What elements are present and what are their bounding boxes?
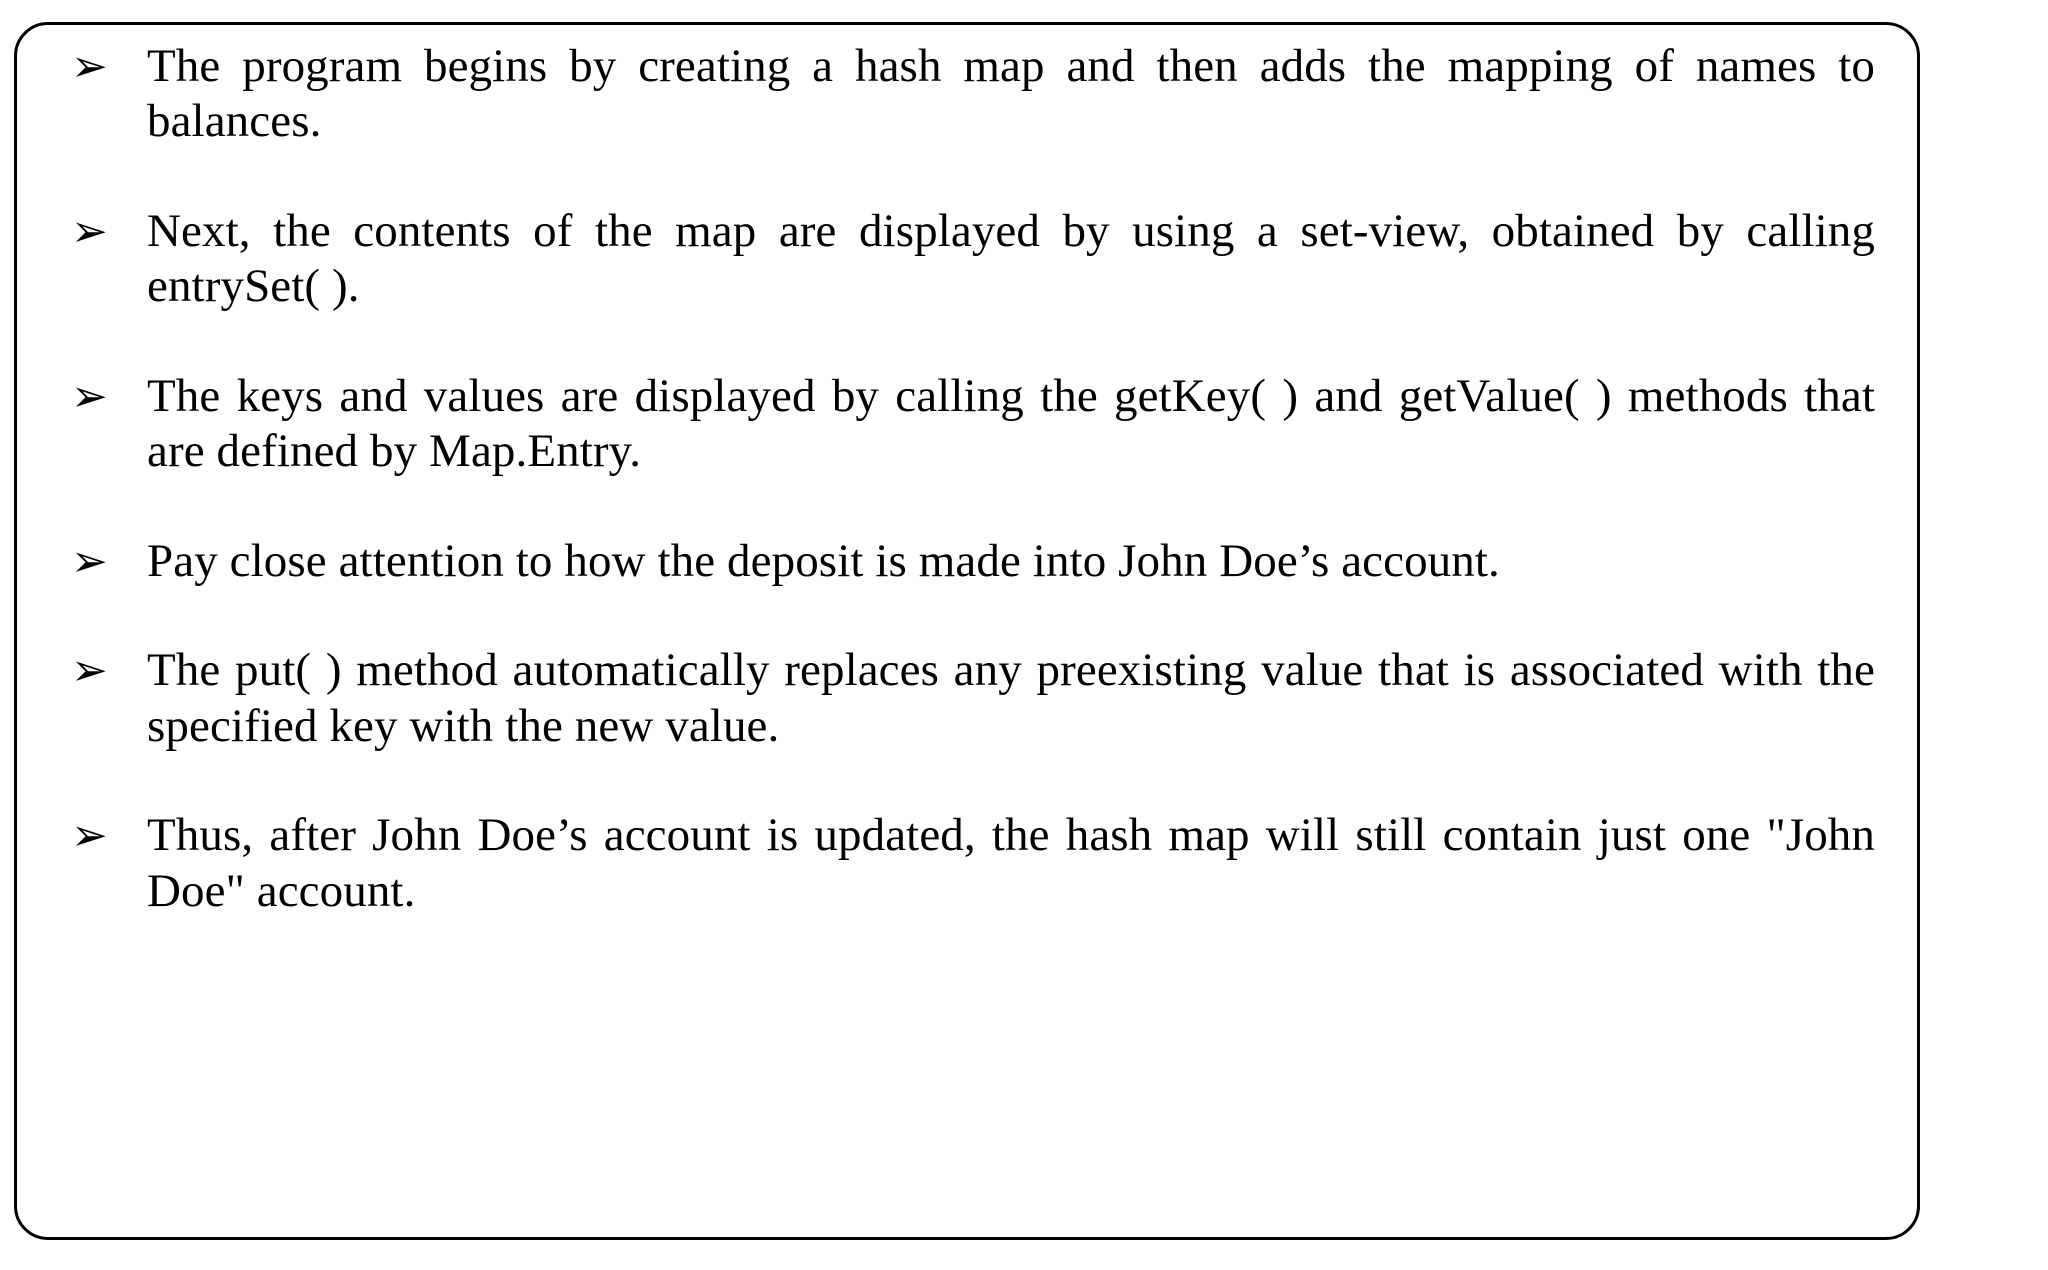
arrowhead-bullet-icon: ➢ [71,205,108,257]
list-item-text: Next, the contents of the map are displa… [147,204,1875,313]
arrowhead-bullet-icon: ➢ [71,535,108,587]
list-item: ➢ The program begins by creating a hash … [65,39,1875,150]
arrowhead-bullet-icon: ➢ [71,645,108,697]
list-item-text: The put( ) method automatically replaces… [147,644,1875,752]
list-item: ➢ Pay close attention to how the deposit… [65,534,1875,589]
arrowhead-bullet-icon: ➢ [71,41,108,92]
list-item: ➢ The keys and values are displayed by c… [65,369,1875,480]
list-item: ➢ Thus, after John Doe’s account is upda… [65,808,1875,919]
bullet-list: ➢ The program begins by creating a hash … [65,39,1875,919]
list-item: ➢ Next, the contents of the map are disp… [65,204,1875,315]
list-item-text: Thus, after John Doe’s account is update… [147,809,1875,917]
list-item-text: Pay close attention to how the deposit i… [147,534,1500,587]
list-item: ➢ The put( ) method automatically replac… [65,643,1875,754]
arrowhead-bullet-icon: ➢ [71,370,108,422]
arrowhead-bullet-icon: ➢ [71,810,108,862]
list-item-text: The program begins by creating a hash ma… [147,40,1875,148]
slide-frame: ➢ The program begins by creating a hash … [14,22,1920,1240]
list-item-text: The keys and values are displayed by cal… [147,369,1875,478]
